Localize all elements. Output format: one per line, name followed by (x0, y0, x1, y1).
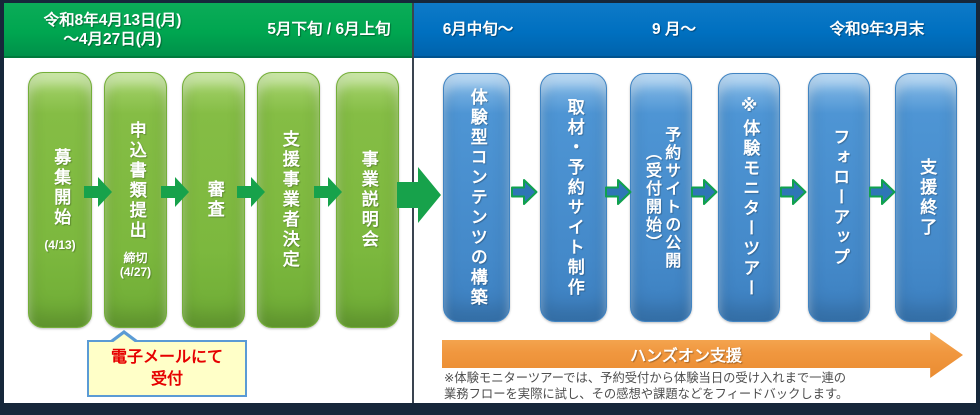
step-support-end: 支援終了 (895, 73, 957, 322)
flow-arrow-icon (691, 179, 718, 205)
step-label: 申込書類提出 (126, 121, 146, 241)
header-date-september: 9 月～ (652, 21, 696, 38)
step-follow-up: フォローアップ (808, 73, 870, 322)
flow-arrow-icon (84, 177, 112, 207)
flow-arrow-icon (314, 177, 342, 207)
step-label: 募集開始 (51, 148, 71, 228)
header-date-mid-june: 6月中旬～ (442, 21, 514, 38)
callout-text: 電子メールにて 受付 (110, 348, 223, 388)
flow-arrow-icon (237, 177, 265, 207)
step-application-submission: 申込書類提出 締切 (4/27) (104, 72, 167, 328)
step-label: 支援事業者決定 (279, 130, 299, 270)
flow-arrow-icon (780, 179, 807, 205)
callout-pointer-icon (112, 334, 136, 343)
step-sublabel: 締切 (4/27) (119, 251, 152, 279)
step-screening: 審査 (182, 72, 245, 328)
step-label: 体験型コンテンツの構築 (467, 87, 487, 308)
monitor-tour-footnote: ※体験モニターツアーでは、予約受付から体験当日の受け入れまで一連の 業務フローを… (444, 371, 849, 401)
flow-arrow-icon (511, 179, 538, 205)
header-date-application-period: 令和8年4月13日(月) ～4月27日(月) (43, 12, 182, 48)
timeline-header-application-phase: 令和8年4月13日(月) ～4月27日(月) 5月下旬 / 6月上旬 (4, 3, 412, 58)
email-reception-callout: 電子メールにて 受付 (87, 330, 247, 397)
step-business-briefing: 事業説明会 (336, 72, 399, 328)
flow-arrow-icon (869, 179, 896, 205)
step-label: ※体験モニターツアー (740, 96, 760, 299)
phase-transition-arrow-icon (397, 167, 441, 223)
banner-label: ハンズオン支援 (630, 348, 742, 365)
header-date-march-reiwa9: 令和9年3月末 (829, 21, 925, 38)
step-label: 取材・予約サイト制作 (564, 97, 584, 298)
step-label: 審査 (204, 180, 224, 220)
timeline-header-support-phase: 6月中旬～ 9 月～ 令和9年3月末 (414, 3, 976, 58)
step-label: 予約サイトの公開 （受付開始） (643, 125, 680, 270)
flow-arrow-icon (605, 179, 632, 205)
header-date-late-may-early-june: 5月下旬 / 6月上旬 (267, 21, 391, 38)
step-experience-content-building: 体験型コンテンツの構築 (443, 73, 510, 322)
step-sublabel: (4/13) (44, 238, 76, 252)
step-coverage-reservation-site-production: 取材・予約サイト制作 (540, 73, 607, 322)
step-experience-monitor-tour: ※体験モニターツアー (718, 73, 780, 322)
flow-arrow-icon (161, 177, 189, 207)
step-reservation-site-launch: 予約サイトの公開 （受付開始） (630, 73, 692, 322)
step-recruitment-start: 募集開始 (4/13) (28, 72, 92, 328)
step-label: フォローアップ (830, 127, 850, 268)
step-label: 事業説明会 (358, 150, 378, 250)
step-label: 支援終了 (917, 157, 937, 238)
step-support-business-decision: 支援事業者決定 (257, 72, 320, 328)
